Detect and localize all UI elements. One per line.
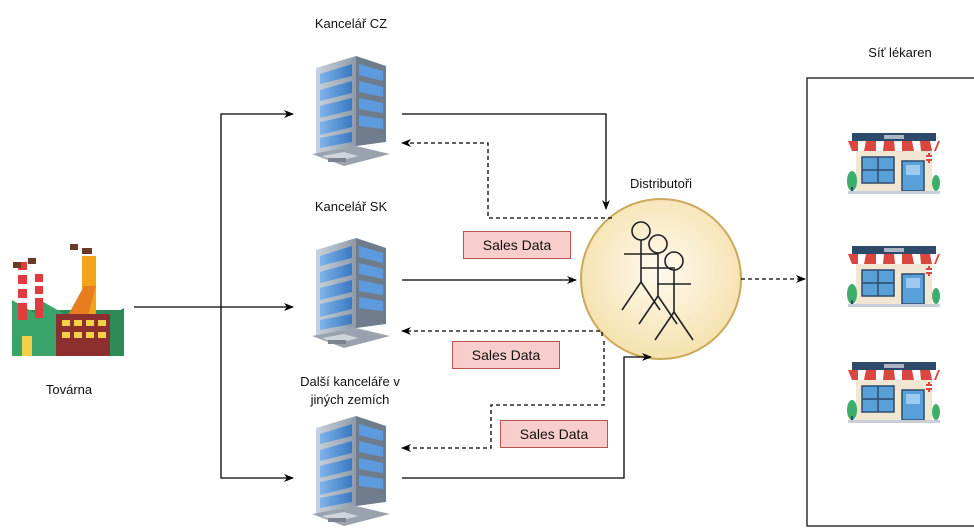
office-sk-label: Kancelář SK	[314, 199, 388, 214]
distributors-node	[580, 198, 742, 360]
sales-data-label: Sales Data	[500, 420, 608, 448]
edge-factory-to-office-cz	[220, 110, 294, 307]
pharmacy-store-icon	[846, 361, 941, 424]
pharmacy-store-icon	[846, 245, 941, 308]
office-building-icon	[312, 56, 390, 166]
sales-data-label: Sales Data	[463, 231, 571, 259]
pharmacy-store-icon	[846, 132, 941, 195]
edge-distributors-to-office-other	[401, 341, 605, 452]
office-building-icon	[312, 416, 390, 526]
sales-data-label: Sales Data	[452, 341, 560, 369]
edge-distributors-to-office-sk	[401, 327, 603, 336]
pharmacy-network-label: Síť lékaren	[868, 45, 932, 60]
office-other-label-line2: jiných zemích	[310, 392, 390, 407]
office-building-icon	[312, 238, 390, 348]
factory-label: Továrna	[45, 382, 93, 397]
distributors-label: Distributoři	[629, 176, 693, 191]
edge-office-other-to-distributors	[402, 353, 652, 479]
edge-office-cz-to-distributors	[402, 113, 610, 210]
edge-distributors-to-office-cz	[401, 139, 612, 219]
office-other-label-line1: Další kanceláře v	[300, 374, 400, 389]
edge-factory-to-office-other	[220, 307, 294, 482]
office-cz-label: Kancelář CZ	[314, 16, 388, 31]
factory-icon	[12, 244, 124, 356]
actors-group-icon	[621, 221, 694, 341]
